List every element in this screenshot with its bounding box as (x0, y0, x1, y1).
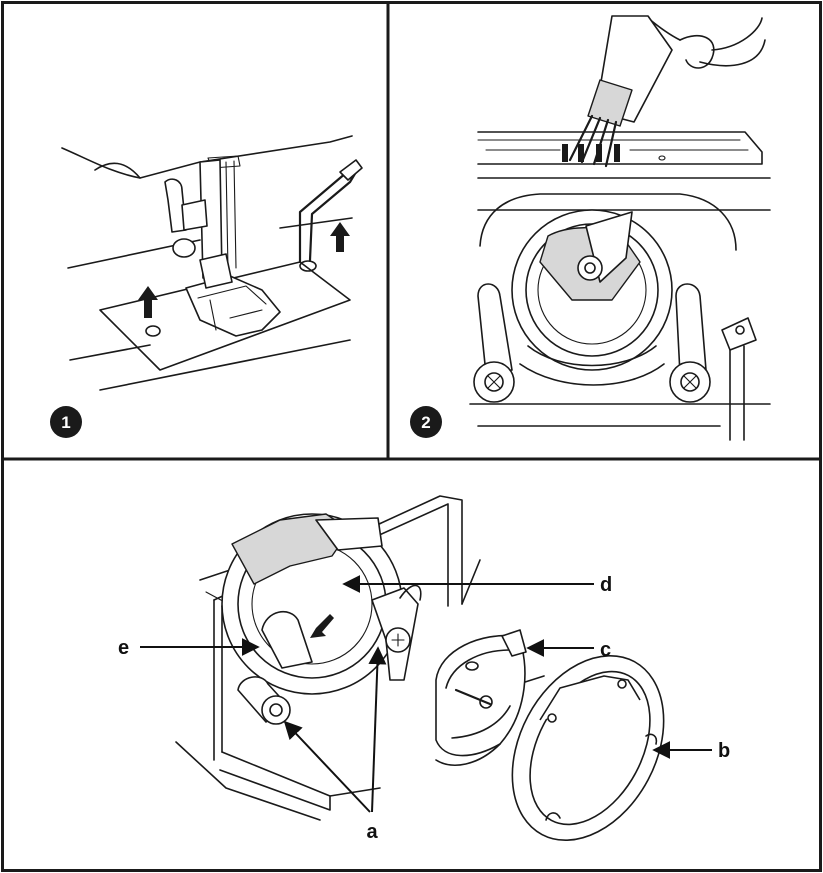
rotary-hook-body (221, 513, 422, 725)
callout-label-a: a (366, 821, 378, 843)
callout-d: d (342, 574, 612, 596)
step-badge-1: 1 (50, 406, 82, 438)
callout-e: e (118, 637, 260, 659)
step-number-1: 1 (61, 413, 70, 432)
brush-and-hand-illustration (568, 15, 766, 168)
callout-c: c (526, 639, 611, 661)
callout-label-b: b (718, 740, 730, 762)
callout-label-d: d (600, 574, 612, 596)
callout-b: b (652, 740, 730, 762)
hook-race-assembly (469, 193, 771, 441)
panel-step-3: a b c d e (118, 495, 730, 843)
callout-a: a (283, 646, 387, 843)
panel-step-1: 1 (50, 135, 363, 438)
needle-plate-top (477, 131, 771, 179)
retaining-ring-b (511, 654, 665, 842)
step-number-2: 2 (421, 413, 430, 432)
machine-head-illustration (61, 135, 363, 391)
callout-label-e: e (118, 637, 129, 659)
bobbin-case-c (435, 629, 527, 766)
callout-label-c: c (600, 639, 611, 661)
panel-step-2: 2 (410, 15, 771, 441)
step-badge-2: 2 (410, 406, 442, 438)
